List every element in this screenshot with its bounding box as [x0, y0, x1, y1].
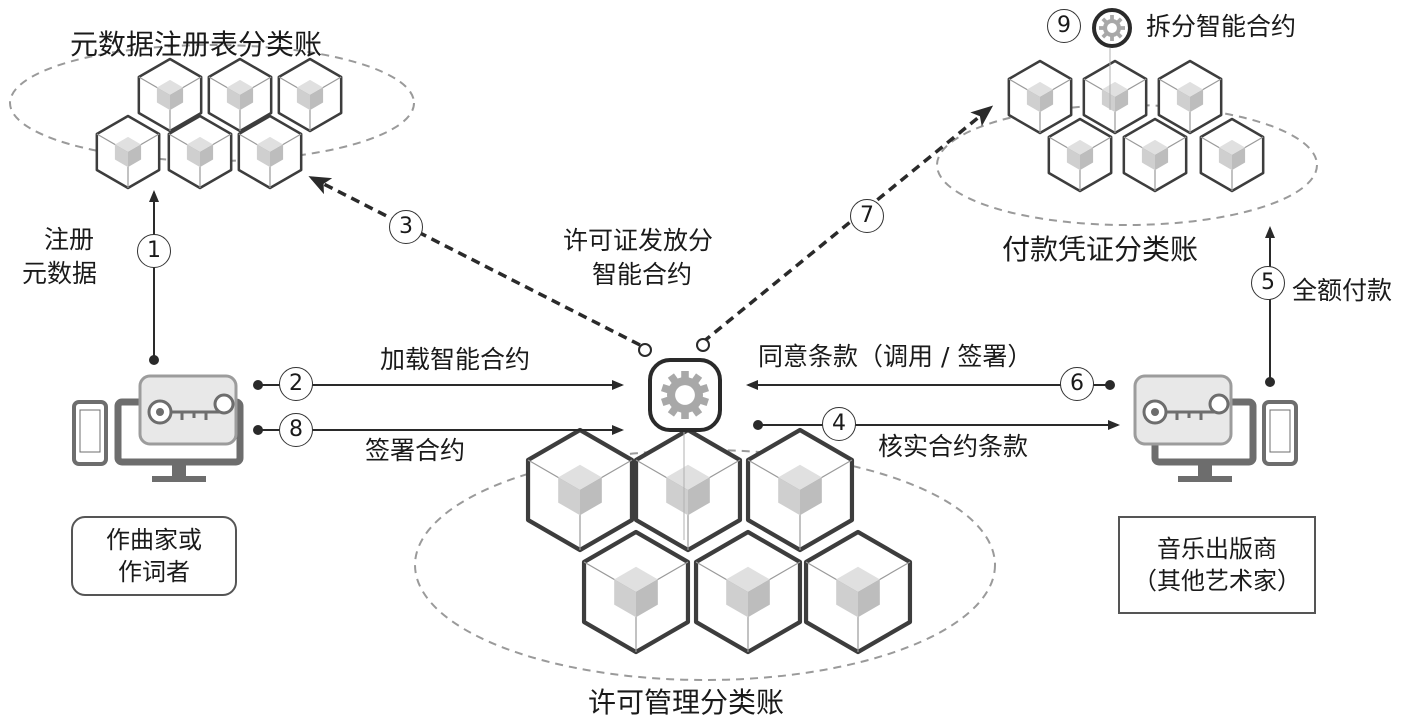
arrow-start-dot	[149, 355, 159, 365]
publisher-label-line1: 音乐出版商	[1157, 535, 1277, 563]
ledger-block-cube-icon	[525, 427, 635, 553]
ledger-block-cube-icon	[581, 529, 691, 655]
payment-ledger-title: 付款凭证分类账	[1002, 233, 1199, 266]
split-contract-label: 拆分智能合约	[1146, 12, 1297, 41]
license-contract-label-line1: 许可证发放分	[563, 226, 714, 255]
arrow-start-dot	[1265, 377, 1275, 387]
metadata-ledger-outline	[9, 44, 415, 162]
ledger-block-cube-icon	[1122, 117, 1188, 193]
ledger-block-cube-icon	[95, 114, 161, 190]
ledger-block-cube-icon	[277, 57, 343, 133]
publisher-box: 音乐出版商 （其他艺术家）	[1118, 516, 1316, 614]
step-2-label: 加载智能合约	[380, 345, 531, 374]
ledger-block-cube-icon	[1082, 59, 1148, 135]
arrow-step-7	[701, 105, 994, 344]
step-6-label: 同意条款（调用 / 签署）	[758, 342, 1033, 371]
ledger-block-cube-icon	[1007, 59, 1073, 135]
arrow-start-dot	[253, 425, 263, 435]
payment-ledger-outline	[936, 104, 1318, 226]
composer-label-line1: 作曲家或	[106, 526, 202, 554]
metadata-ledger-title: 元数据注册表分类账	[70, 28, 323, 61]
ledger-block-cube-icon	[207, 57, 273, 133]
composer-device-icon	[72, 374, 244, 482]
ledger-block-cube-icon	[137, 57, 203, 133]
step-3-badge: 3	[389, 210, 423, 244]
step-6-badge: 6	[1060, 367, 1094, 401]
publisher-device-icon	[1133, 374, 1298, 482]
ledger-block-cube-icon	[693, 529, 803, 655]
publisher-label-line2: （其他艺术家）	[1133, 567, 1301, 595]
arrow-start-dot	[638, 343, 652, 357]
gear-icon	[661, 371, 709, 419]
gear-icon	[1099, 15, 1125, 41]
ledger-block-cube-icon	[633, 427, 743, 553]
step-4-badge: 4	[822, 407, 856, 441]
metadata-ledger-blocks	[95, 57, 343, 190]
step-7-badge: 7	[850, 199, 884, 233]
step-1-badge: 1	[137, 234, 171, 268]
step-8-label: 签署合约	[365, 436, 466, 465]
ledger-block-cube-icon	[803, 529, 913, 655]
ledger-block-cube-icon	[1199, 117, 1265, 193]
step-2-badge: 2	[279, 367, 313, 401]
license-ledger-title: 许可管理分类账	[588, 686, 785, 719]
arrow-start-dot	[1105, 380, 1115, 390]
smart-contract-gear-icon	[648, 358, 722, 432]
license-contract-label-line2: 智能合约	[592, 260, 693, 289]
step-5-label: 全额付款	[1292, 276, 1393, 305]
split-contract-gear-icon	[1092, 8, 1132, 48]
arrow-start-dot	[696, 338, 710, 352]
ledger-block-cube-icon	[237, 114, 303, 190]
payment-ledger-blocks	[1007, 59, 1265, 193]
step-1-label-line1: 注册	[44, 225, 95, 254]
license-ledger-blocks	[525, 427, 913, 655]
ledger-block-cube-icon	[1047, 117, 1113, 193]
step-1-label-line2: 元数据	[22, 259, 98, 288]
step-9-badge: 9	[1047, 9, 1081, 43]
ledger-block-cube-icon	[167, 114, 233, 190]
arrow-start-dot	[253, 380, 263, 390]
step-8-badge: 8	[279, 413, 313, 447]
arrow-start-dot	[753, 420, 763, 430]
ledger-block-cube-icon	[745, 427, 855, 553]
ledger-block-cube-icon	[1157, 59, 1223, 135]
arrow-step-3	[308, 176, 641, 347]
step-4-label: 核实合约条款	[878, 432, 1029, 461]
step-5-badge: 5	[1251, 266, 1285, 300]
composer-box: 作曲家或 作词者	[71, 516, 237, 596]
composer-label-line2: 作词者	[118, 558, 190, 586]
